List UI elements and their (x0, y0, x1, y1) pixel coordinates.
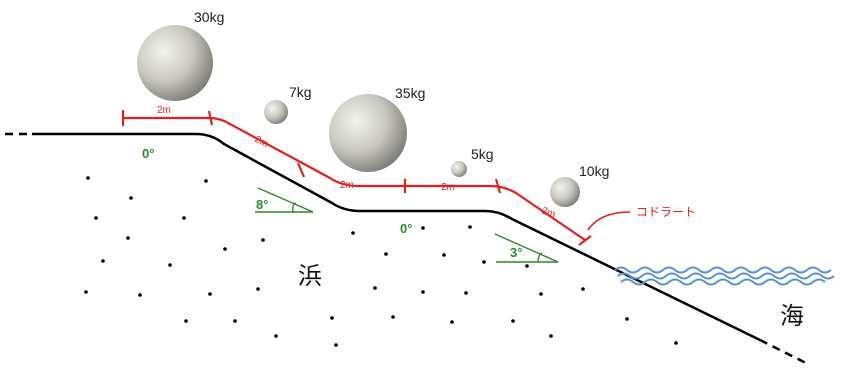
angle-label-0deg: 0° (142, 146, 154, 161)
quadrat-tick (494, 178, 502, 194)
stone-35kg (329, 94, 407, 172)
quadrat-label: コドラート (636, 205, 696, 219)
sea-label: 海 (780, 302, 804, 330)
ground-line (32, 132, 761, 342)
stone-label-30kg: 30kg (194, 9, 224, 25)
beach-label: 浜 (298, 262, 322, 290)
sea-waves (614, 266, 835, 286)
angle-label-0deg: 0° (400, 221, 412, 236)
angle-marker-8deg (255, 187, 314, 213)
stone-label-10kg: 10kg (579, 163, 609, 179)
quadrat-tick (207, 110, 214, 126)
angle-label-8deg: 8° (256, 197, 268, 212)
stone-7kg (264, 100, 288, 124)
sand-dots (84, 176, 678, 347)
ground-profile (5, 132, 809, 366)
quadrat-tick (578, 235, 592, 246)
ground-dashed-right (759, 338, 809, 366)
segment-label: 2m (340, 180, 354, 191)
stone-label-35kg: 35kg (395, 85, 425, 101)
segment-label: 2m (157, 105, 171, 116)
stone-label-5kg: 5kg (471, 146, 494, 162)
angle-label-3deg: 3° (510, 245, 522, 260)
segment-label: 2m (540, 205, 557, 220)
stones (137, 25, 580, 207)
quadrat-line (121, 110, 631, 246)
angle-markers (255, 187, 559, 263)
segment-label: 2m (441, 182, 455, 193)
stone-30kg (137, 25, 213, 101)
angle-marker-3deg (494, 233, 559, 263)
stone-10kg (550, 177, 580, 207)
stone-label-7kg: 7kg (289, 84, 312, 100)
stone-5kg (451, 161, 467, 177)
quadrat-pointer (587, 211, 631, 231)
quadrat-tick (296, 162, 306, 178)
